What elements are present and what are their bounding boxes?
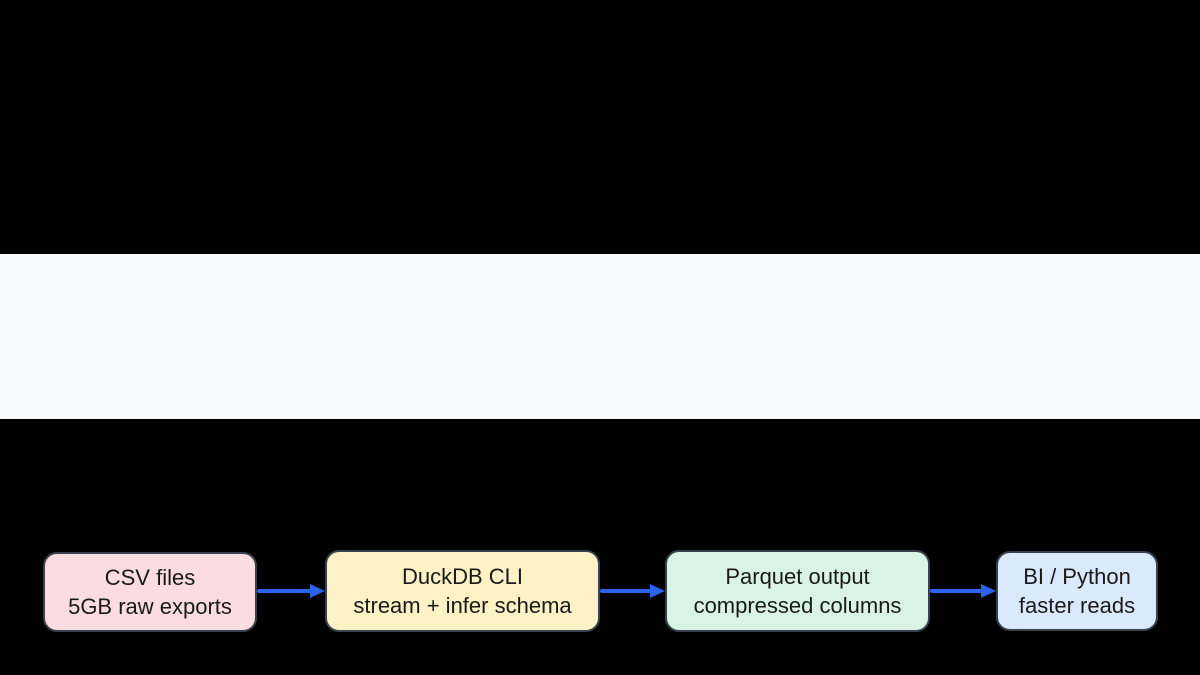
node-parquet-output: Parquet output compressed columns xyxy=(665,550,930,632)
node-label-line: DuckDB CLI xyxy=(401,564,524,589)
flow-arrow-duckdb-to-parquet xyxy=(600,584,665,598)
arrowhead-icon xyxy=(650,584,665,598)
node-label-line: stream + infer schema xyxy=(353,593,572,618)
node-label-line: BI / Python xyxy=(1023,564,1131,589)
node-label-line: Parquet output xyxy=(725,564,870,589)
node-label-line: CSV files xyxy=(104,565,196,590)
node-label-line: compressed columns xyxy=(693,593,902,618)
node-duckdb-cli: DuckDB CLI stream + infer schema xyxy=(325,550,600,632)
arrow-shaft xyxy=(930,589,986,593)
diagram-band: CSV files 5GB raw exports DuckDB CLI str… xyxy=(0,254,1200,632)
arrow-shaft xyxy=(257,589,315,593)
node-bi-python: BI / Python faster reads xyxy=(996,551,1158,631)
arrow-shaft xyxy=(600,589,655,593)
flow-arrow-csv-to-duckdb xyxy=(257,584,325,598)
arrowhead-icon xyxy=(310,584,325,598)
arrowhead-icon xyxy=(981,584,996,598)
node-label-line: faster reads xyxy=(1018,593,1136,618)
node-label-line: 5GB raw exports xyxy=(68,594,232,619)
flow-arrow-parquet-to-bi xyxy=(930,584,996,598)
node-csv-files: CSV files 5GB raw exports xyxy=(43,552,257,632)
